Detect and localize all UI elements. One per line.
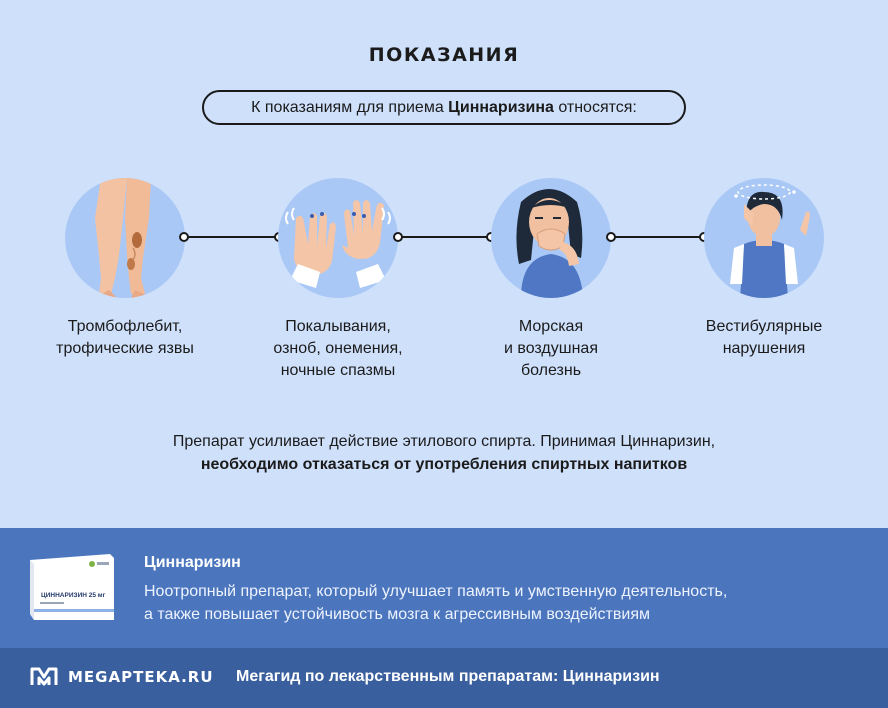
- description-line: Ноотропный препарат, который улучшает па…: [144, 583, 728, 600]
- label-line: Морская: [518, 318, 584, 335]
- drug-package-image: ЦИННАРИЗИН 25 мг: [30, 554, 114, 620]
- label-line: нарушения: [722, 340, 806, 357]
- connector-3: [605, 232, 710, 242]
- footer-caption: Мегагид по лекарственным препаратам: Цин…: [236, 668, 660, 685]
- label-line: и воздушная: [504, 340, 598, 357]
- warning-line-2: необходимо отказаться от употребления сп…: [200, 456, 688, 473]
- description-line: а также повышает устойчивость мозга к аг…: [144, 606, 650, 623]
- intro-prefix: К показаниям для приема: [251, 99, 449, 116]
- brand-name: MEGAPTEKA.RU: [68, 668, 214, 686]
- drug-card: ЦИННАРИЗИН 25 мг Циннаризин Ноотропный п…: [0, 528, 888, 648]
- label-line: ночные спазмы: [280, 362, 396, 379]
- label-line: Тромбофлебит,: [67, 318, 183, 335]
- label-line: Вестибулярные: [705, 318, 823, 335]
- indication-label-4: Вестибулярные нарушения: [669, 316, 859, 360]
- connector-1: [178, 232, 285, 242]
- megapteka-icon: [30, 667, 58, 686]
- warning-line-1: Препарат усиливает действие этилового сп…: [172, 433, 716, 450]
- label-line: Покалывания,: [285, 318, 391, 335]
- label-line: озноб, онемения,: [273, 340, 403, 357]
- indication-label-1: Тромбофлебит, трофические язвы: [30, 316, 220, 360]
- page-title: ПОКАЗАНИЯ: [368, 44, 520, 66]
- indication-label-3: Морская и воздушная болезнь: [456, 316, 646, 382]
- package-label: ЦИННАРИЗИН 25 мг: [41, 592, 106, 599]
- dizzy-woman-icon: [704, 178, 824, 298]
- drug-name: Циннаризин: [144, 554, 241, 571]
- intro-banner: К показаниям для приема Циннаризина отно…: [202, 90, 686, 125]
- brand-logo[interactable]: MEGAPTEKA.RU: [30, 666, 214, 688]
- intro-suffix: относятся:: [553, 99, 637, 116]
- label-line: болезнь: [520, 362, 582, 379]
- footer: MEGAPTEKA.RU Мегагид по лекарственным пр…: [0, 648, 888, 708]
- drug-description: Ноотропный препарат, который улучшает па…: [144, 580, 864, 626]
- shaking-hands-icon: [278, 178, 398, 298]
- nauseous-woman-icon: [491, 178, 611, 298]
- connector-2: [392, 232, 497, 242]
- legs-icon: [65, 178, 185, 298]
- intro-drug-name: Циннаризина: [448, 99, 554, 116]
- indication-label-2: Покалывания, озноб, онемения, ночные спа…: [243, 316, 433, 382]
- alcohol-warning: Препарат усиливает действие этилового сп…: [0, 430, 888, 476]
- label-line: трофические язвы: [56, 340, 194, 357]
